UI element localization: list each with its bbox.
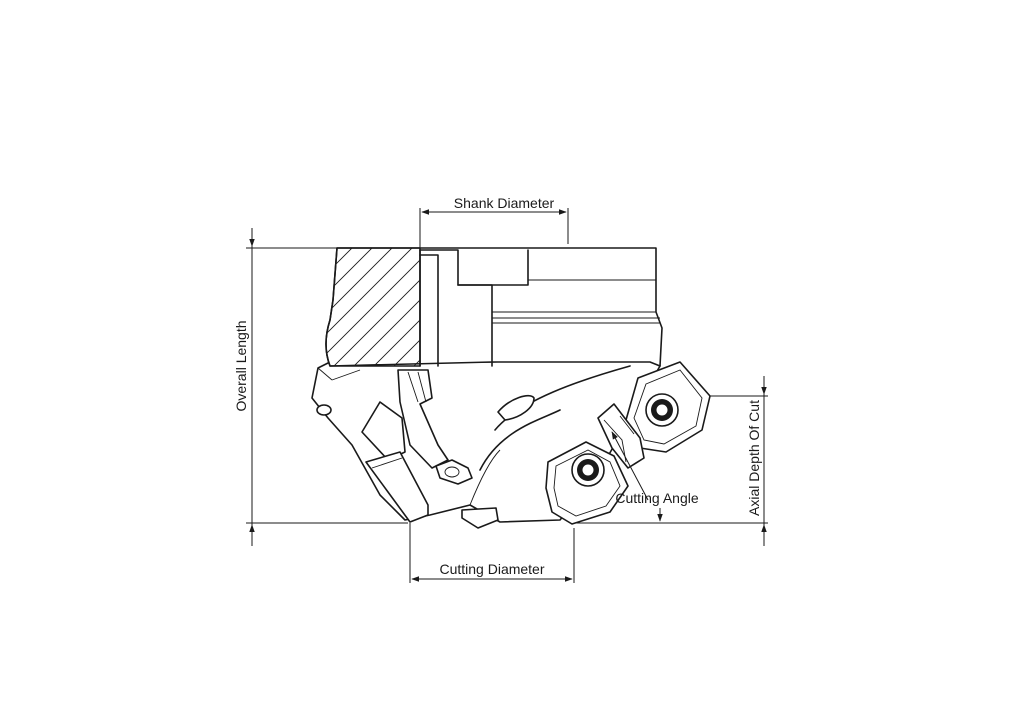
section-hatching — [326, 248, 420, 366]
overall-length-label: Overall Length — [233, 320, 249, 411]
right-insert-group — [545, 361, 711, 525]
insert-clamp-left — [397, 369, 449, 469]
wedge-clamp-right — [597, 403, 645, 469]
cutter-hub — [325, 247, 663, 367]
dimension-cutting-angle — [611, 431, 663, 522]
insert-left-upper — [361, 401, 406, 461]
shank-diameter-label: Shank Diameter — [454, 195, 555, 211]
cutting-diameter-label: Cutting Diameter — [439, 561, 544, 577]
axial-depth-label: Axial Depth Of Cut — [746, 400, 762, 516]
chip-pocket-center — [497, 394, 535, 421]
coolant-hole — [316, 404, 332, 416]
dimension-overall-length — [246, 228, 408, 546]
insert-left-lower — [365, 451, 429, 523]
insert-bottom — [461, 507, 499, 529]
left-insert-group — [361, 369, 499, 529]
dimension-shank-diameter — [419, 208, 569, 250]
dimension-axial-depth — [574, 376, 768, 546]
dimension-cutting-diameter — [409, 523, 575, 583]
cutting-angle-label: Cutting Angle — [615, 490, 698, 506]
